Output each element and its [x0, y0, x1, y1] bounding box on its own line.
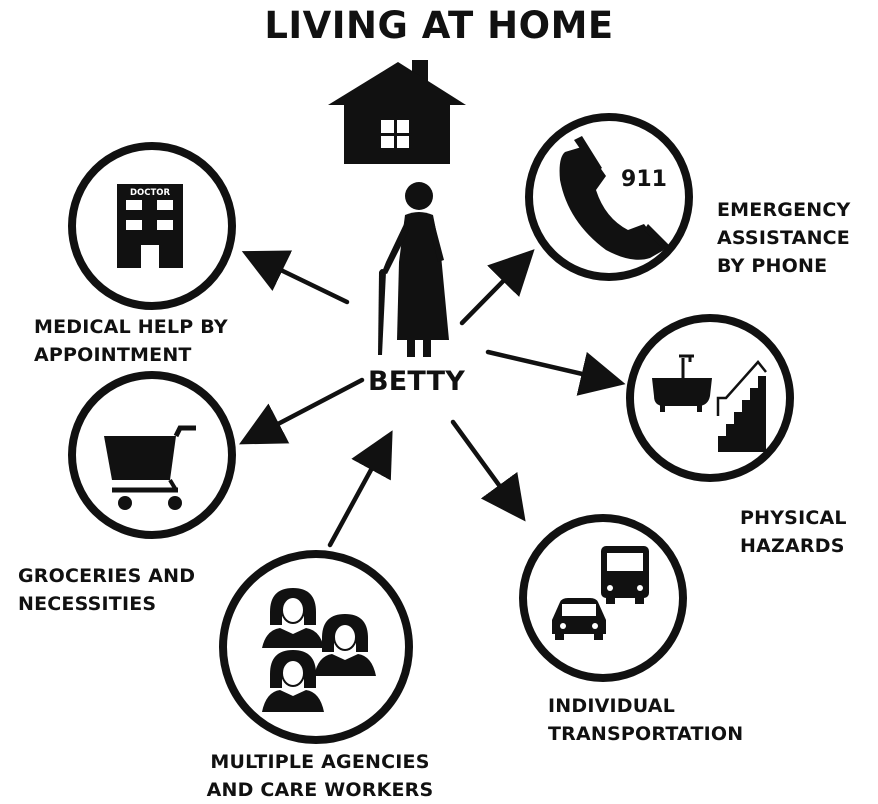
- arrow-to-transport: [450, 419, 526, 522]
- hospital-building-icon: DOCTOR: [117, 184, 183, 268]
- transport-label: INDIVIDUAL TRANSPORTATION: [548, 695, 744, 745]
- medical-label: MEDICAL HELP BY APPOINTMENT: [34, 316, 228, 366]
- diagram-title: LIVING AT HOME: [264, 4, 614, 47]
- agencies-node: [219, 550, 413, 744]
- doctor-sign-text: DOCTOR: [130, 188, 171, 198]
- bathtub-stairs-icon: [652, 354, 767, 452]
- hazards-node: [626, 314, 794, 482]
- emergency-circle: [525, 113, 693, 281]
- phone-icon: [559, 136, 670, 260]
- care-workers-icon: [262, 588, 376, 712]
- groceries-node: [68, 371, 236, 539]
- elderly-woman-icon: [378, 182, 449, 357]
- arrows: [239, 249, 626, 548]
- phone-911-text: 911: [621, 167, 667, 192]
- transport-circle: [519, 514, 687, 682]
- agencies-label: MULTIPLE AGENCIES AND CARE WORKERS: [206, 751, 434, 801]
- arrow-to-medical: [241, 250, 350, 305]
- groceries-label: GROCERIES AND NECESSITIES: [18, 565, 196, 615]
- arrow-to-hazards: [485, 349, 626, 396]
- house-icon: [328, 60, 466, 164]
- car-bus-icon: [552, 546, 649, 640]
- emergency-label: EMERGENCY ASSISTANCE BY PHONE: [717, 199, 851, 277]
- hazards-label: PHYSICAL HAZARDS: [740, 507, 847, 557]
- arrow-from-agencies: [327, 430, 393, 548]
- arrow-to-groceries: [239, 377, 365, 445]
- center-person-label: BETTY: [368, 366, 466, 397]
- medical-node: DOCTOR: [68, 142, 236, 310]
- shopping-cart-icon: [104, 425, 196, 510]
- transport-node: [519, 514, 687, 682]
- arrow-to-emergency: [459, 249, 535, 326]
- emergency-node: 911: [525, 113, 693, 281]
